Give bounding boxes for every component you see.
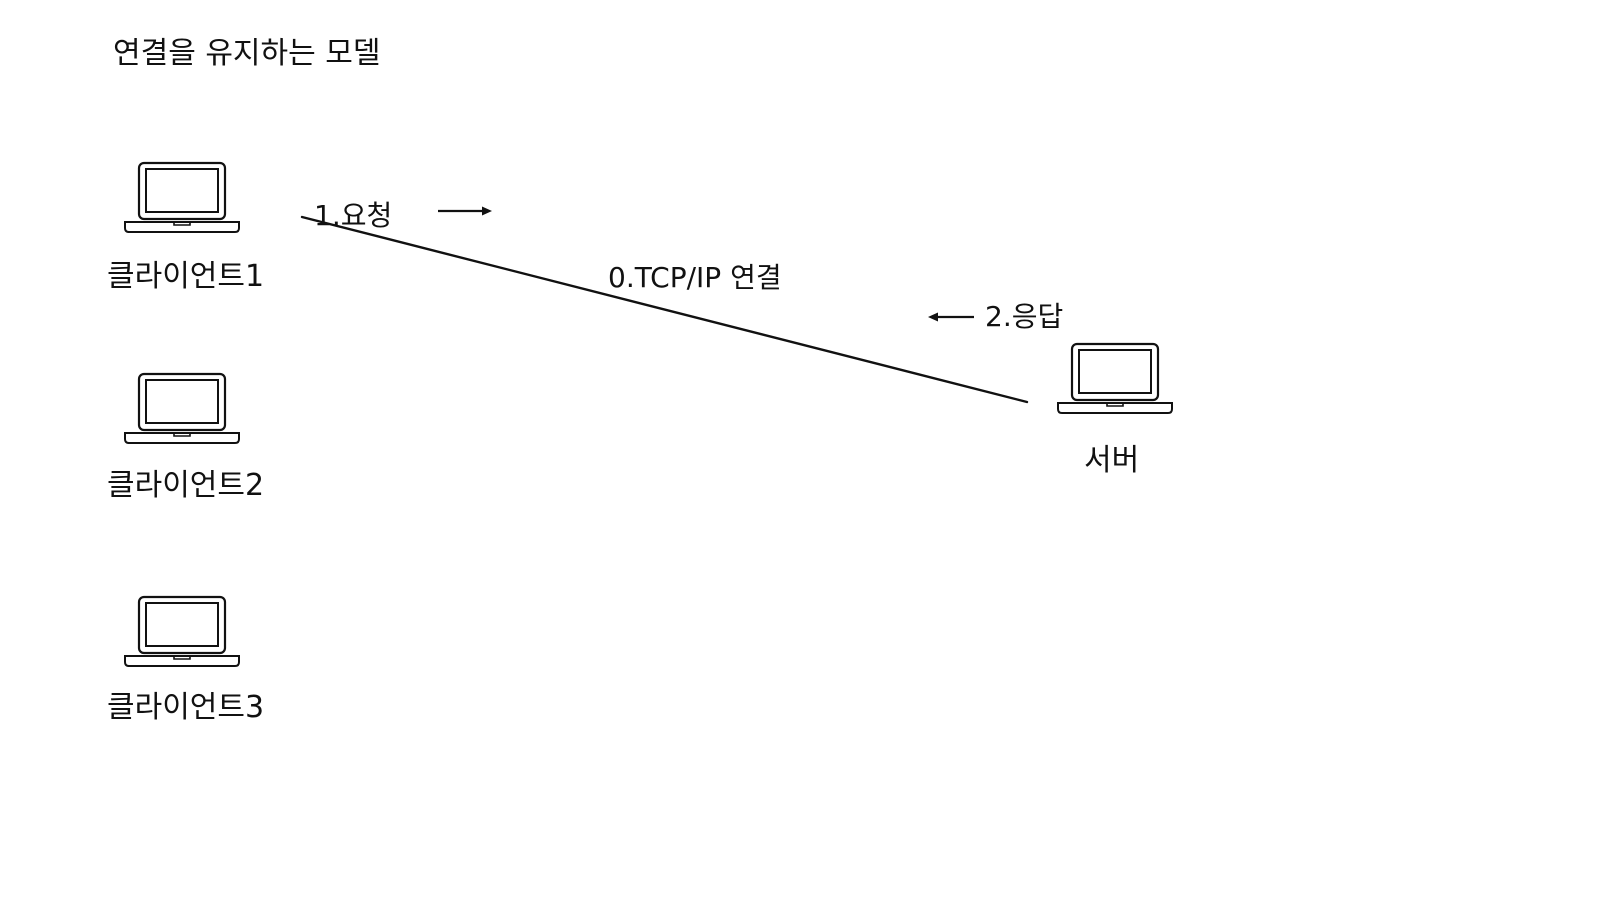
client1-node — [122, 161, 242, 235]
laptop-icon — [1055, 342, 1175, 416]
server-label: 서버 — [1084, 443, 1140, 478]
diagram-title: 연결을 유지하는 모델 — [113, 36, 381, 71]
laptop-icon — [122, 372, 242, 446]
client1-label: 클라이언트1 — [107, 259, 265, 294]
connection-label: 0.TCP/IP 연결 — [608, 261, 782, 294]
request-label: 1.요청 — [314, 199, 393, 232]
response-label: 2.응답 — [985, 300, 1064, 333]
response-arrow-icon — [928, 312, 974, 322]
request-arrow-icon — [438, 206, 492, 216]
client3-node — [122, 595, 242, 669]
client2-label: 클라이언트2 — [107, 468, 265, 503]
client2-node — [122, 372, 242, 446]
client3-label: 클라이언트3 — [107, 690, 265, 725]
laptop-icon — [122, 161, 242, 235]
tcp-connection-line — [300, 215, 1029, 404]
server-node — [1055, 342, 1175, 416]
laptop-icon — [122, 595, 242, 669]
